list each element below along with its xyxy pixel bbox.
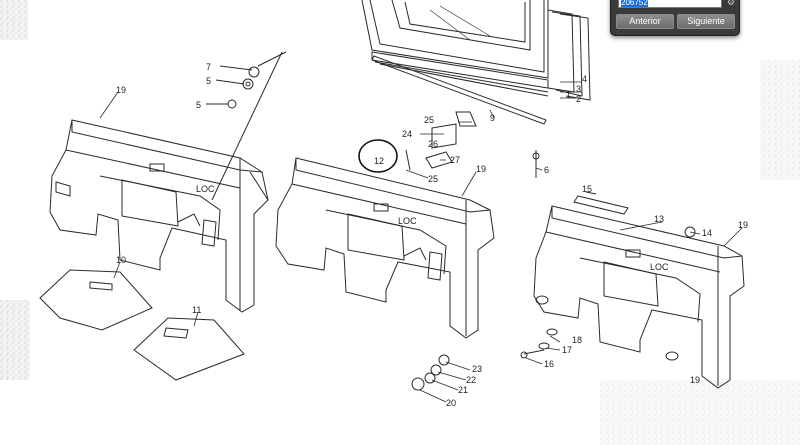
find-bar: 206752 ⚙ Anterior Siguiente: [610, 0, 740, 36]
callout: 1: [566, 90, 571, 100]
callout: 19: [476, 164, 486, 174]
cover-panel-11: [133, 317, 245, 381]
callout: 24: [402, 129, 412, 139]
callout: 11: [192, 305, 201, 315]
callout: 27: [450, 155, 460, 165]
knob-14: [684, 226, 696, 238]
scan-noise-bottomright: [600, 380, 800, 445]
hardware-7-5: [206, 51, 287, 201]
screws-16-18: [520, 328, 558, 359]
callout: 20: [446, 398, 456, 408]
leader-lines: [99, 81, 743, 403]
callout: 25: [428, 174, 438, 184]
callout: 2: [576, 94, 581, 104]
callout: 9: [490, 113, 495, 123]
scan-noise-right: [760, 60, 800, 180]
callout: 7: [206, 62, 211, 72]
find-previous-button[interactable]: Anterior: [616, 14, 674, 29]
dashboard-center: [275, 157, 495, 339]
callout: 21: [458, 385, 468, 395]
callout-labels: 19 7 5 5 10 11 12 19 19 14 13 15 4 3 1 2…: [116, 62, 748, 408]
callout: 18: [572, 335, 582, 345]
callout: 19: [690, 375, 700, 385]
callout: 14: [702, 228, 712, 238]
find-input[interactable]: 206752: [618, 0, 722, 8]
highlight-circle: [358, 139, 398, 173]
scan-noise-topleft: [0, 0, 28, 40]
bracket-15: [573, 195, 629, 215]
callout: 12: [374, 156, 384, 166]
callout: 23: [472, 364, 482, 374]
cover-panel-10: [39, 269, 153, 331]
find-next-button[interactable]: Siguiente: [677, 14, 735, 29]
callout: 19: [738, 220, 748, 230]
panel-label: LOC: [650, 262, 669, 272]
callout: 26: [428, 139, 438, 149]
bolt-6: [532, 150, 540, 178]
callout: 16: [544, 359, 554, 369]
callout: 6: [544, 165, 549, 175]
callout: 5: [206, 76, 211, 86]
scan-noise-left: [0, 300, 30, 380]
panel-label: LOC: [398, 216, 417, 226]
dashboard-right: [533, 205, 745, 389]
callout: 19: [116, 85, 126, 95]
callout: 15: [582, 184, 592, 194]
panel-label: LOC: [196, 184, 215, 194]
windscreen-frame: [361, 0, 591, 101]
callout: 13: [654, 214, 664, 224]
seal-strip: [371, 55, 547, 125]
callout: 17: [562, 345, 572, 355]
find-query: 206752: [621, 0, 648, 7]
callout: 3: [576, 84, 581, 94]
screws-20-23: [411, 354, 450, 391]
callout: 4: [582, 74, 587, 84]
dashboard-left: [49, 119, 269, 313]
callout: 22: [466, 375, 476, 385]
callout: 25: [424, 115, 434, 125]
gear-icon[interactable]: ⚙: [727, 0, 736, 7]
callout: 5: [196, 100, 201, 110]
hinge-brackets: [405, 111, 477, 171]
callout: 10: [116, 255, 126, 265]
